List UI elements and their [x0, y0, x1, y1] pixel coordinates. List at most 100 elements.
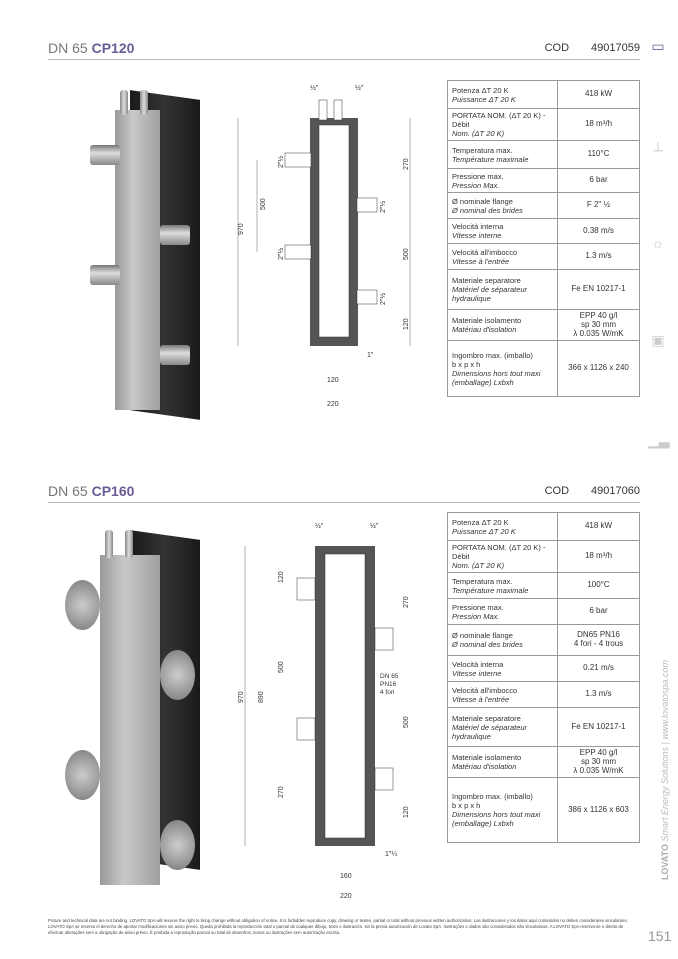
spec-value: 100°C	[557, 572, 640, 599]
label-it: Materiale isolamento	[452, 753, 522, 763]
label-fr: Vitesse à l'entrée	[452, 694, 510, 704]
dim-bottom-conn: 1"	[367, 352, 374, 359]
spec-label: Temperatura max.Température maximale	[447, 140, 558, 169]
spec-value: Fe EN 10217-1	[557, 269, 640, 310]
cod-value: 49017060	[591, 485, 640, 497]
dim-inner-square: 120	[327, 377, 339, 384]
title-prefix: DN 65	[48, 483, 88, 499]
label-it: Velocità interna	[452, 222, 504, 231]
spec-value: 418 kW	[557, 512, 640, 541]
product-title: DN 65 CP160	[48, 483, 134, 499]
spec-value: 1.3 m/s	[557, 681, 640, 708]
label-it: Ø nominale flange	[452, 196, 513, 206]
floor-heating-icon: ┴	[653, 142, 663, 158]
cod-label: COD	[544, 485, 570, 497]
label-it: Potenza ΔT 20 K	[452, 517, 509, 527]
spec-label: Temperatura max.Température maximale	[447, 572, 558, 599]
label-it: Pressione max.	[452, 171, 504, 181]
dim-left-conn2: 2"½	[277, 248, 285, 260]
label-fr: Puissance ΔT 20 K	[452, 94, 516, 104]
dim-left-span: 500	[260, 198, 267, 210]
page-number: 151	[648, 928, 672, 944]
dim-outer-square: 220	[340, 893, 352, 900]
spec-label: Pressione max.Pression Max.	[447, 168, 558, 193]
label-it: Pressione max.	[452, 602, 504, 612]
product-photo-cp120	[85, 85, 215, 425]
brand-tagline: Smart Energy Solutions	[660, 746, 670, 842]
label-it: Materiale isolamento	[452, 316, 522, 326]
dim-top-left: ½"	[315, 522, 324, 530]
product-photo-cp160	[60, 520, 220, 900]
radiator-icon: ▭	[651, 38, 665, 54]
label-it: Velocità all'imbocco	[452, 247, 518, 257]
spec-value: 0.38 m/s	[557, 218, 640, 244]
label-fr: Matériau d'isolation	[452, 762, 517, 772]
label-fr: Vitesse interne	[452, 668, 502, 678]
dim-top-right: ½"	[370, 522, 379, 530]
label-fr: Pression Max.	[452, 180, 500, 190]
spec-value: EPP 40 g/l sp 30 mm λ 0.035 W/mK	[557, 308, 640, 342]
spec-label: Pressione max.Pression Max.	[447, 598, 558, 625]
spec-value: F 2" ½	[557, 192, 640, 219]
dim-left-conn1: 2"½	[277, 156, 285, 168]
label-fr: Pression Max.	[452, 611, 500, 621]
label-it: Ø nominale flange	[452, 631, 513, 640]
dim-outer-square: 220	[327, 401, 339, 408]
label-fr: Température maximale	[452, 154, 529, 164]
spec-value: 110°C	[557, 140, 640, 169]
dim-left-bot: 270	[278, 786, 285, 798]
label-fr: Puissance ΔT 20 K	[452, 526, 516, 536]
model-name: CP120	[91, 40, 135, 56]
spec-value: Fe EN 10217-1	[557, 707, 640, 747]
dim-left-mid: 500	[278, 661, 285, 673]
label-it: Materiale separatore	[452, 276, 521, 285]
dim-right-bot: 120	[403, 806, 410, 818]
spec-value: EPP 40 g/l sp 30 mm λ 0.035 W/mK	[557, 745, 640, 779]
brand-name: LOVATO	[660, 844, 670, 880]
label-fr: Matériel de séparateur hydraulique	[452, 285, 528, 303]
label-fr: Nom. (ΔT 20 K)	[452, 129, 505, 138]
dim-left-top: 120	[278, 571, 285, 583]
footer-disclaimer: Picture and technical data are not bindi…	[48, 918, 628, 935]
product-title: DN 65 CP120	[48, 40, 134, 56]
label-it: Temperatura max.	[452, 576, 513, 586]
label-it: Ingombro max. (imballo) b x p x h	[452, 792, 533, 811]
label-fr: Nom. (ΔT 20 K)	[452, 561, 505, 570]
label-fr: Ø nominal des brides	[452, 205, 523, 215]
dim-top-right: ½"	[355, 84, 364, 92]
spec-value: 18 m³/h	[557, 108, 640, 141]
label-fr: Dimensions hors tout maxi (emballage) Lx…	[452, 810, 541, 829]
title-prefix: DN 65	[48, 40, 88, 56]
label-it: Velocità interna	[452, 659, 504, 669]
label-fr: Ø nominal des brides	[452, 640, 523, 649]
flange-note: DN 65 PN16 4 fori	[380, 673, 399, 696]
label-fr: Matériau d'isolation	[452, 325, 517, 335]
spec-row: Pressione max.Pression Max.6 bar	[447, 168, 640, 193]
label-fr: Dimensions hors tout maxi (emballage) Lx…	[452, 368, 541, 387]
label-it: Velocità all'imbocco	[452, 685, 518, 695]
spec-value: 418 kW	[557, 80, 640, 109]
boiler-icon: ▣	[651, 332, 665, 348]
cod-label: COD	[544, 42, 570, 54]
